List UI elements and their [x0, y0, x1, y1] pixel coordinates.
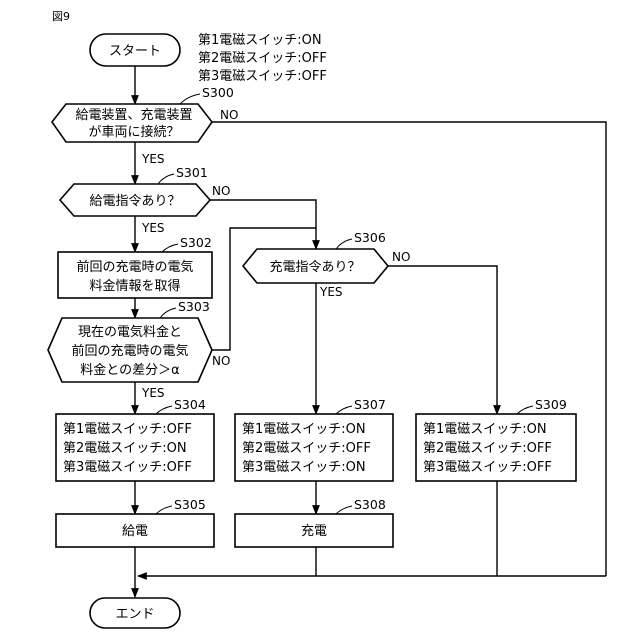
- process-s304: 第1電磁スイッチ:OFF 第2電磁スイッチ:ON 第3電磁スイッチ:OFF: [56, 414, 214, 481]
- s301-step-id: S301: [176, 165, 208, 180]
- s301-leader: [158, 174, 174, 184]
- s303-text-line-3: 料金との差分＞α: [80, 362, 179, 378]
- s306-step-id: S306: [354, 230, 386, 245]
- s305-step-id: S305: [174, 497, 206, 512]
- s300-step-id: S300: [202, 85, 234, 100]
- s307-text-line-1: 第1電磁スイッチ:ON: [242, 422, 366, 437]
- s302-step-id: S302: [180, 235, 212, 250]
- process-s305: 給電: [56, 514, 214, 547]
- process-s302: 前回の充電時の電気 料金情報を取得: [58, 252, 212, 298]
- s300-leader: [180, 94, 200, 104]
- start-note-line-2: 第2電磁スイッチ:OFF: [198, 51, 327, 66]
- connector-s303-no: [212, 228, 316, 350]
- s307-text-line-2: 第2電磁スイッチ:OFF: [242, 441, 371, 456]
- s307-text-line-3: 第3電磁スイッチ:ON: [242, 460, 366, 475]
- no-label-s306: NO: [392, 250, 410, 264]
- yes-label-s300: YES: [141, 152, 165, 166]
- start-note-line-3: 第3電磁スイッチ:OFF: [198, 69, 327, 84]
- s308-leader: [336, 506, 352, 514]
- end-terminal: エンド: [90, 598, 180, 628]
- s309-text-line-3: 第3電磁スイッチ:OFF: [423, 460, 552, 475]
- start-terminal: スタート: [90, 34, 180, 66]
- s304-step-id: S304: [174, 397, 206, 412]
- process-s308: 充電: [235, 514, 393, 547]
- s304-text-line-2: 第2電磁スイッチ:ON: [63, 441, 187, 456]
- s304-text-line-1: 第1電磁スイッチ:OFF: [63, 422, 192, 437]
- yes-label-s301: YES: [141, 221, 165, 235]
- start-note-line-1: 第1電磁スイッチ:ON: [198, 33, 322, 48]
- yes-label-s306: YES: [319, 285, 343, 299]
- s302-text-line-1: 前回の充電時の電気: [76, 259, 193, 275]
- s307-step-id: S307: [354, 397, 386, 412]
- s301-text: 給電指令あり？: [89, 194, 180, 209]
- s309-leader: [517, 406, 533, 414]
- s300-text-line-1: 給電装置、充電装置: [75, 107, 192, 123]
- process-s307: 第1電磁スイッチ:ON 第2電磁スイッチ:OFF 第3電磁スイッチ:ON: [235, 414, 393, 481]
- s308-text: 充電: [301, 523, 327, 539]
- s305-text: 給電: [122, 524, 148, 539]
- s303-text-line-2: 前回の充電時の電気: [71, 343, 188, 359]
- start-label: スタート: [109, 44, 161, 59]
- yes-label-s303: YES: [141, 386, 165, 400]
- s306-text: 充電指令あり？: [269, 259, 360, 275]
- decision-s306: 充電指令あり？: [243, 249, 388, 283]
- connector-s300-no: [212, 122, 606, 576]
- s302-text-line-2: 料金情報を取得: [89, 278, 180, 294]
- s309-step-id: S309: [535, 397, 567, 412]
- s300-text-line-2: が車両に接続？: [88, 124, 179, 140]
- decision-s300: 給電装置、充電装置 が車両に接続？: [52, 104, 212, 142]
- decision-s301: 給電指令あり？: [60, 184, 210, 216]
- s305-leader: [156, 506, 172, 514]
- no-label-s301: NO: [212, 184, 230, 198]
- s303-text-line-1: 現在の電気料金と: [78, 324, 182, 340]
- s303-leader: [160, 308, 176, 318]
- s302-leader: [162, 244, 178, 252]
- connector-s301-no: [210, 200, 316, 249]
- s304-leader: [156, 406, 172, 414]
- s309-text-line-2: 第2電磁スイッチ:OFF: [423, 441, 552, 456]
- figure-label: 図9: [52, 10, 70, 23]
- s304-text-line-3: 第3電磁スイッチ:OFF: [63, 460, 192, 475]
- s308-step-id: S308: [354, 497, 386, 512]
- decision-s303: 現在の電気料金と 前回の充電時の電気 料金との差分＞α: [48, 318, 212, 382]
- s307-leader: [336, 406, 352, 414]
- connector-s306-no: [388, 266, 497, 414]
- no-label-s300: NO: [220, 108, 238, 122]
- process-s309: 第1電磁スイッチ:ON 第2電磁スイッチ:OFF 第3電磁スイッチ:OFF: [416, 414, 576, 481]
- no-label-s303: NO: [212, 354, 230, 368]
- end-label: エンド: [115, 607, 154, 622]
- s303-step-id: S303: [178, 299, 210, 314]
- s306-leader: [336, 239, 352, 249]
- s309-text-line-1: 第1電磁スイッチ:ON: [423, 422, 547, 437]
